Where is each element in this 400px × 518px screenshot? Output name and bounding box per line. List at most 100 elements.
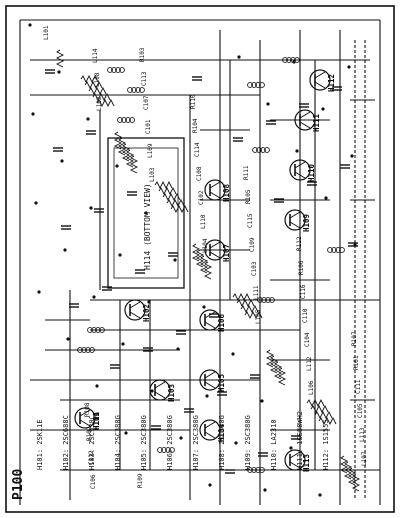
junction-dot [147,300,151,304]
coil-symbol [282,57,300,63]
junction-dot [237,55,241,59]
part-label: C110 [302,308,309,323]
coil-symbol [327,247,345,253]
resistor-symbol [314,410,333,420]
resistor-symbol [129,155,139,174]
capacitor-symbol [61,225,71,230]
capacitor-symbol [332,86,342,91]
junction-dot [347,65,351,69]
junction-dot [176,347,180,351]
resistor-symbol [269,355,279,374]
junction-dot [121,342,125,346]
ic-label: H114 (BOTTOM VIEW) [143,183,152,270]
junction-dot [350,154,354,158]
capacitor-symbol [258,452,268,457]
junction-dot [124,431,128,435]
resistor-symbol [125,149,135,168]
sheet-border [5,5,395,513]
capacitor-symbol [102,286,112,291]
transistor-label: H101 [92,411,101,430]
transistor-label: H109 [302,213,311,232]
part-label: L108 [94,72,101,87]
part-label: C105 [357,403,364,418]
junction-dot [263,488,267,492]
resistor-symbol [158,186,177,196]
junction-dot [324,196,328,200]
transistor-symbol [284,449,306,471]
part-label: C113 [141,71,148,86]
junction-dot [202,305,206,309]
resistor-symbol [339,455,349,474]
legend-entry: H102: 2SC688C [62,415,70,470]
resistor-symbol [265,349,275,368]
part-label: C108 [196,166,203,181]
part-label: C111 [355,379,362,394]
legend-entry: H104: 2SC380G [114,415,122,470]
part-label: C106 [90,474,97,489]
transistor-label: H113 [302,453,311,472]
legend-entry: H110: LA2310 [270,419,278,470]
junction-dot [205,394,209,398]
part-label: L114 [92,48,99,63]
coil-symbol [117,117,135,123]
part-label: R102 [86,426,93,441]
resistor-symbol [121,143,131,162]
part-label: R104 [192,118,199,133]
part-label: L107 [361,451,368,466]
part-label: L112 [306,356,313,371]
capacitor-symbol [69,303,79,308]
part-label: C107 [143,95,150,110]
transistor-label: H105 [217,374,226,392]
part-label: R109 [137,473,144,488]
resistor-symbol [162,192,181,202]
capacitor-symbol [299,103,309,108]
ic-h114: H114 (BOTTOM VIEW) [107,137,185,289]
coil-symbol [107,67,125,73]
capacitor-symbol [53,147,63,152]
part-label: C103 [251,261,258,276]
part-label: L113 [359,427,366,442]
part-label: R106 [298,260,305,275]
capacitor-symbol [168,252,178,257]
part-label: R108 [84,402,91,417]
resistor-symbol [154,180,173,190]
resistor-symbol [232,292,251,302]
capacitor-symbol [143,347,153,352]
legend-entry: H112: 1S1555 [322,419,330,470]
coil-symbol [127,87,145,93]
capacitor-symbol [184,408,194,413]
capacitor-symbol [176,330,186,335]
junction-dot [144,211,148,215]
resistor-symbol [351,473,361,492]
part-label: L109 [147,143,154,158]
resistor-symbol [195,249,205,268]
transistor-symbol [289,159,311,181]
junction-dot [234,441,238,445]
components [28,23,361,497]
junction-dot [321,107,325,111]
part-label: C109 [249,237,256,252]
legend-entry: H106: 2SC380G [166,415,174,470]
part-label: R101 [353,355,360,370]
junction-dot [28,23,32,27]
transistor-symbol [294,109,316,131]
legend-entry: H109: 2SC380G [244,415,252,470]
coil-symbol [257,297,275,303]
resistor-symbol [84,80,103,90]
resistor-symbol [277,367,287,386]
transistor-label: H111 [312,113,321,132]
capacitor-symbol [266,120,276,125]
transistor-symbol [124,299,146,321]
resistor-symbol [244,310,263,320]
part-label: R111 [243,165,250,180]
junction-dot [266,102,270,106]
resistor-symbol [310,404,329,414]
part-label: R103 [139,47,146,62]
coil-symbol [247,82,265,88]
junction-dot [92,295,96,299]
part-label: L106 [308,380,315,395]
part-label: C104 [304,332,311,347]
junction-dot [34,201,38,205]
part-label: L103 [149,167,156,182]
capacitor-symbol [225,469,235,474]
